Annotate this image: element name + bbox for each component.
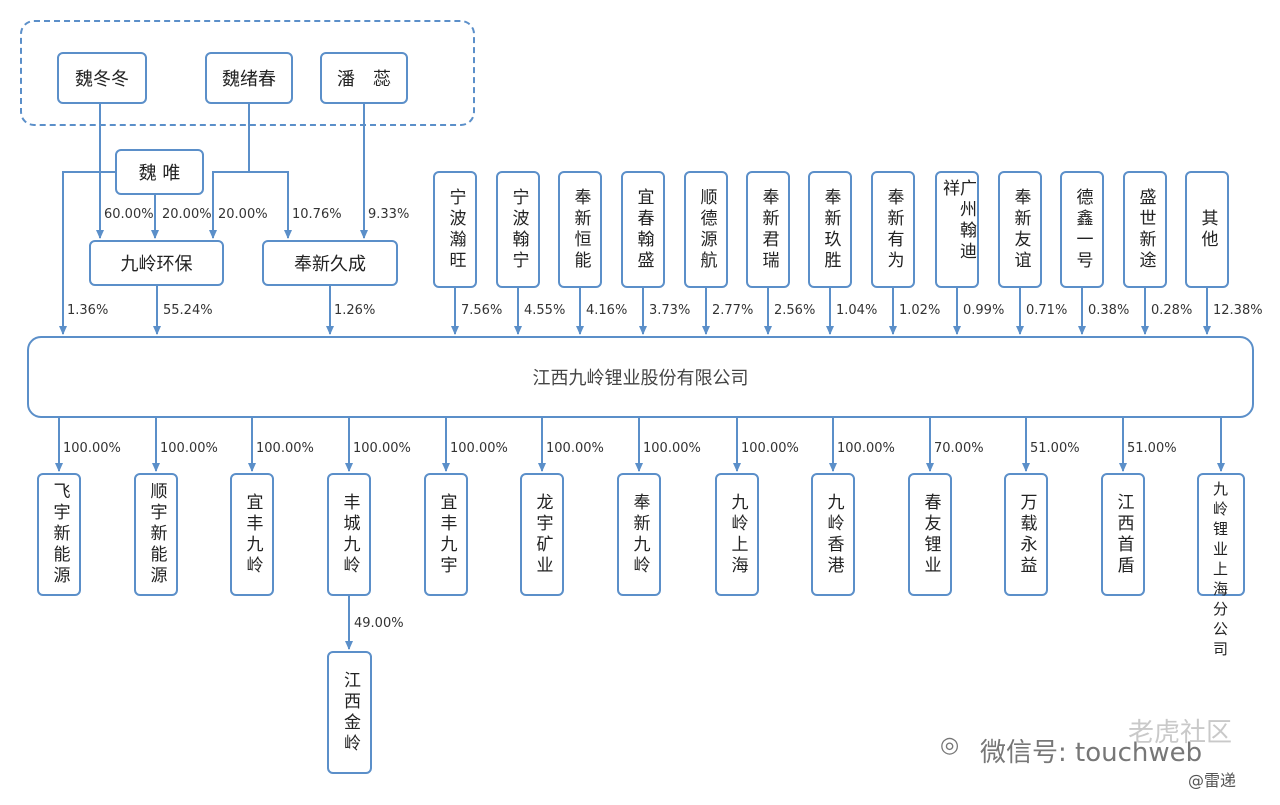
subsidiary-box-10: 万载永益 [1004, 473, 1048, 596]
shareholder-box-11: 盛世新途 [1123, 171, 1167, 288]
subsidiary-box-8: 九岭香港 [811, 473, 855, 596]
pct-fxjc-direct: 1.26% [334, 303, 376, 318]
shareholder-box-7: 奉新有为 [871, 171, 915, 288]
subsidiary-pct-0: 100.00% [63, 441, 121, 456]
main-company: 江西九岭锂业股份有限公司 [27, 336, 1254, 418]
shareholder-box-0: 宁波瀚旺 [433, 171, 477, 288]
shareholder-pct-4: 2.77% [712, 303, 754, 318]
line-wxc-jlhb [209, 171, 249, 239]
subsidiary-box-2: 宜丰九岭 [230, 473, 274, 596]
shareholder-pct-1: 4.55% [524, 303, 566, 318]
shareholder-box-4: 顺德源航 [684, 171, 728, 288]
pct-sub-sub: 49.00% [354, 616, 404, 631]
shareholder-pct-10: 0.38% [1088, 303, 1130, 318]
company-fengxin-jiucheng: 奉新久成 [262, 240, 398, 286]
pct-ww-to-jlhb: 20.00% [162, 207, 212, 222]
subsidiary-pct-1: 100.00% [160, 441, 218, 456]
subsidiary-box-4: 宜丰九宇 [424, 473, 468, 596]
wechat-icon: ◎ [940, 733, 960, 758]
shareholder-pct-3: 3.73% [649, 303, 691, 318]
shareholder-pct-7: 1.02% [899, 303, 941, 318]
subsidiary-pct-7: 100.00% [741, 441, 799, 456]
shareholder-pct-6: 1.04% [836, 303, 878, 318]
subsidiary-pct-3: 100.00% [353, 441, 411, 456]
shareholder-pct-9: 0.71% [1026, 303, 1068, 318]
family-group-boundary [20, 20, 475, 126]
line-wxc-fxjc [249, 171, 292, 239]
subsidiary-pct-9: 70.00% [934, 441, 984, 456]
subsidiary-box-7: 九岭上海 [715, 473, 759, 596]
subsidiary-pct-4: 100.00% [450, 441, 508, 456]
person-pan-rui: 潘 蕊 [320, 52, 408, 104]
subsidiary-box-1: 顺宇新能源 [134, 473, 178, 596]
shareholder-box-6: 奉新玖胜 [808, 171, 852, 288]
subsidiary-box-12: 九岭锂业上海分公司 [1197, 473, 1245, 658]
shareholder-pct-12: 12.38% [1213, 303, 1263, 318]
subsidiary-pct-10: 51.00% [1030, 441, 1080, 456]
shareholder-box-8: 广州翰迪祥 [935, 171, 979, 288]
line-ww-main [59, 171, 115, 335]
subsidiary-box-11: 江西首盾 [1101, 473, 1145, 596]
subsidiary-box-0: 飞宇新能源 [37, 473, 81, 596]
shareholder-pct-11: 0.28% [1151, 303, 1193, 318]
person-wei-dongdong: 魏冬冬 [57, 52, 147, 104]
subsidiary-pct-5: 100.00% [546, 441, 604, 456]
shareholder-pct-5: 2.56% [774, 303, 816, 318]
shareholder-box-5: 奉新君瑞 [746, 171, 790, 288]
pct-wdd-to-jlhb: 60.00% [104, 207, 154, 222]
subsidiary-pct-8: 100.00% [837, 441, 895, 456]
pct-wxc-to-fxjc: 10.76% [292, 207, 342, 222]
subsidiary-pct-2: 100.00% [256, 441, 314, 456]
pct-wxc-to-jlhb: 20.00% [218, 207, 268, 222]
watermark-wechat: 微信号: touchweb [980, 738, 1203, 768]
shareholder-box-12: 其他 [1185, 171, 1229, 288]
sub-sub-jiangxi-jinling: 江西金岭 [327, 651, 372, 774]
pct-ww-direct: 1.36% [67, 303, 109, 318]
shareholder-box-10: 德鑫一号 [1060, 171, 1104, 288]
subsidiary-pct-6: 100.00% [643, 441, 701, 456]
subsidiary-box-5: 龙宇矿业 [520, 473, 564, 596]
shareholder-pct-8: 0.99% [963, 303, 1005, 318]
pct-jlhb-direct: 55.24% [163, 303, 213, 318]
shareholder-pct-0: 7.56% [461, 303, 503, 318]
pct-pr-to-fxjc: 9.33% [368, 207, 410, 222]
shareholder-box-3: 宜春翰盛 [621, 171, 665, 288]
watermark-laohu: 老虎社区 [1128, 718, 1233, 748]
shareholder-box-2: 奉新恒能 [558, 171, 602, 288]
subsidiary-pct-11: 51.00% [1127, 441, 1177, 456]
shareholder-box-9: 奉新友谊 [998, 171, 1042, 288]
watermark-leidi: @雷递 [1188, 771, 1237, 790]
person-wei-xuchun: 魏绪春 [205, 52, 293, 104]
subsidiary-box-3: 丰城九岭 [327, 473, 371, 596]
company-jiuling-huanbao: 九岭环保 [89, 240, 224, 286]
shareholder-box-1: 宁波翰宁 [496, 171, 540, 288]
subsidiary-box-9: 春友锂业 [908, 473, 952, 596]
person-wei-wei: 魏 唯 [115, 149, 204, 195]
shareholder-pct-2: 4.16% [586, 303, 628, 318]
subsidiary-box-6: 奉新九岭 [617, 473, 661, 596]
